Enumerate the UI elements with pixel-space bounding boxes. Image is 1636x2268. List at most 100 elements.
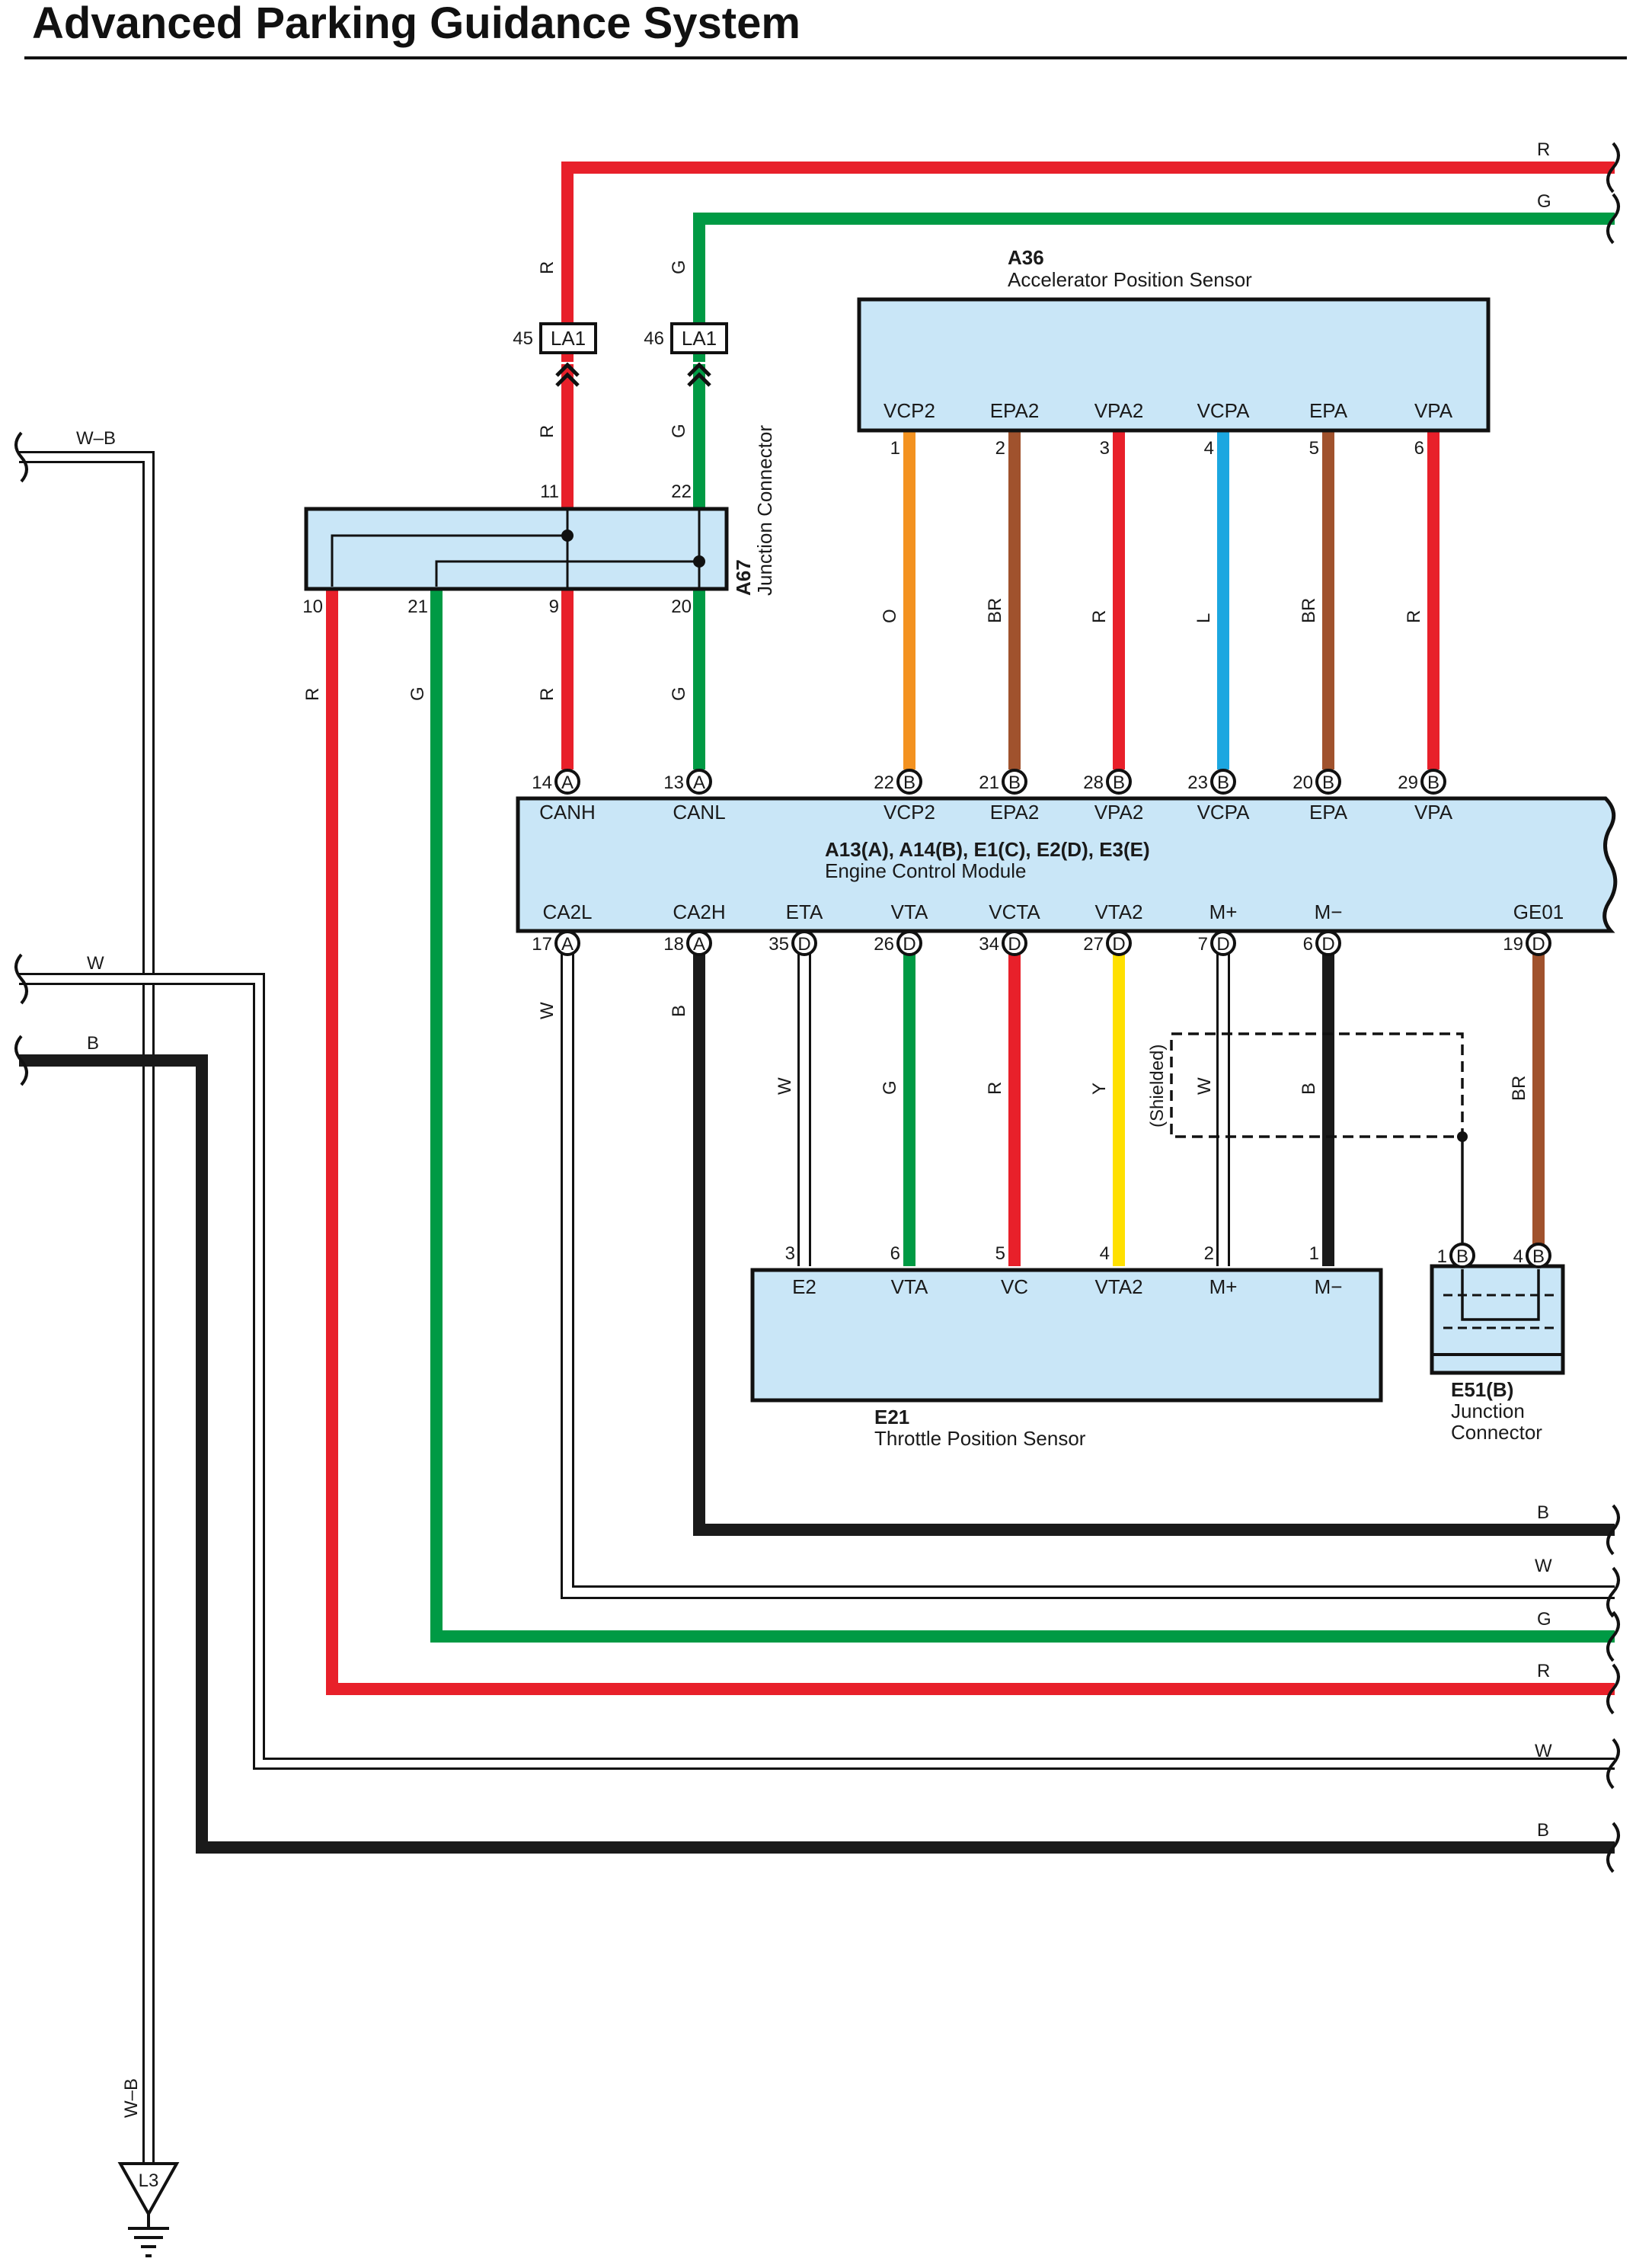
a36-terminal-pin: 1 (890, 438, 900, 459)
ecm-bottom-terminal-label: M+ (1209, 900, 1238, 923)
ecm-top-pin-number: 22 (874, 773, 894, 793)
a36-accelerator-position-sensor: A36 Accelerator Position Sensor VCP21OEP… (857, 246, 1491, 623)
ecm-bottom-conn-letter: D (1112, 934, 1125, 955)
ground-name: L3 (139, 2170, 159, 2191)
a36-code: A36 (1008, 246, 1044, 269)
ecm-bottom-pin-circle (686, 930, 712, 956)
wire-label-br-0: B (1537, 1502, 1549, 1523)
ecm-bottom-pin-circle (896, 930, 922, 956)
page-title: Advanced Parking Guidance System (32, 0, 800, 48)
wire-ca2l-w (563, 952, 1615, 1597)
ecm-bottom-pin-number: 34 (979, 934, 999, 955)
la1-left-label: LA1 (551, 327, 586, 350)
wire-label-a67-10: R (302, 688, 323, 701)
a36-terminal-pin: 5 (1309, 438, 1319, 459)
a36-terminal-pin: 3 (1100, 438, 1110, 459)
a36-terminal-pin: 6 (1414, 438, 1424, 459)
wire-label-br-2: G (1537, 1609, 1551, 1630)
a67-internal-link-1 (331, 534, 567, 587)
e51-name-line1: Junction (1451, 1400, 1525, 1422)
ground-triangle-icon (117, 2162, 180, 2218)
e21-terminal-pin: 1 (1309, 1243, 1319, 1264)
ecm-bottom-terminal-label: VCTA (989, 900, 1040, 923)
wire-label-left-w: W (87, 953, 104, 974)
e21-terminal-pin: 6 (890, 1243, 900, 1264)
a67-name: Junction Connector (753, 425, 776, 596)
e51-conn-letter: B (1456, 1246, 1468, 1267)
wire-label-mid-r: R (537, 425, 558, 438)
wire-label-top-r: R (537, 261, 558, 274)
wire-top-g (693, 213, 1615, 362)
engine-control-module: A13(A), A14(B), E1(C), E2(D), E3(E) Engi… (516, 769, 1618, 956)
ecm-box (516, 796, 1618, 933)
e21-throttle-position-sensor: E21 Throttle Position Sensor 3E26VTA5VC4… (750, 1243, 1383, 1450)
ecm-bottom-conn-letter: A (561, 934, 574, 955)
ecm-top-pin-number: 20 (1293, 773, 1313, 793)
ecm-top-pin-circle (686, 769, 712, 795)
e21-code: E21 (874, 1406, 909, 1428)
a36-wire-color-label: O (880, 609, 900, 623)
la1-right-pin: 46 (644, 328, 664, 349)
break-br-2-icon (1606, 1611, 1620, 1662)
ecm-bottom-conn-letter: D (1321, 934, 1334, 955)
wire-label-right-g: G (1537, 191, 1551, 212)
ecm-bottom-pin-circle (1210, 930, 1236, 956)
ecm-top-pin-circle (554, 769, 580, 795)
ecm-bottom-pin-circle (554, 930, 580, 956)
ecm-top-conn-letter: B (1113, 773, 1125, 793)
wire-label-mminus: B (1299, 1083, 1319, 1095)
e51-pin-circle (1449, 1243, 1475, 1268)
a36-terminal-label: VPA2 (1094, 399, 1144, 422)
wire-label-top-g: G (669, 260, 689, 274)
break-br-4-icon (1606, 1738, 1620, 1790)
a67-pin-10: 10 (302, 597, 323, 617)
ecm-top-pin-circle (1002, 769, 1027, 795)
wire-break-symbols (14, 142, 1620, 1873)
ecm-top-conn-letter: A (693, 773, 705, 793)
wire-wb-outline (19, 451, 155, 2164)
wire-label-a67-20: G (669, 686, 689, 701)
e21-terminal-label: M+ (1209, 1275, 1238, 1298)
a36-terminal-label: EPA2 (990, 399, 1040, 422)
ecm-bottom-conn-letter: D (1532, 934, 1545, 955)
a36-box (857, 297, 1491, 433)
e51-pin-number: 4 (1513, 1246, 1523, 1267)
ecm-bottom-conn-letter: D (1216, 934, 1229, 955)
a67-dot-1 (561, 529, 574, 542)
wire-left-b (19, 1054, 1615, 1854)
wire-label-vta2: Y (1089, 1083, 1110, 1095)
ecm-bottom-terminal-label: VTA2 (1094, 900, 1142, 923)
e51-name-line2: Connector (1451, 1421, 1542, 1444)
ecm-bottom-pin-number: 27 (1083, 934, 1104, 955)
ecm-bottom-pin-number: 18 (663, 934, 684, 955)
shielded-label: (Shielded) (1147, 1044, 1168, 1128)
e21-terminal-pin: 3 (785, 1243, 795, 1264)
a67-pin-9: 9 (549, 597, 559, 617)
ecm-bottom-pin-circle (1002, 930, 1027, 956)
a36-wire-color-label: L (1193, 613, 1214, 623)
break-br-1-icon (1606, 1566, 1620, 1618)
ecm-top-conn-letter: B (1427, 773, 1439, 793)
ecm-bottom-pin-circle (1106, 930, 1132, 956)
ecm-codes: A13(A), A14(B), E1(C), E2(D), E3(E) (825, 838, 1150, 861)
break-left-b-icon (14, 1035, 28, 1086)
ecm-top-pin-number: 14 (532, 773, 552, 793)
e21-terminal-label: VC (1001, 1275, 1028, 1298)
wires (19, 162, 1615, 2164)
ecm-top-pin-circle (1106, 769, 1132, 795)
ecm-top-terminal-label: VCPA (1197, 801, 1251, 824)
ecm-top-terminal-label: VPA (1414, 801, 1453, 824)
break-br-0-icon (1606, 1504, 1620, 1556)
ecm-top-pin-number: 29 (1398, 773, 1418, 793)
ecm-top-pin-circle (1420, 769, 1446, 795)
a67-pin-20: 20 (671, 597, 692, 617)
ecm-top-terminal-label: CANH (539, 801, 596, 824)
ecm-bottom-conn-letter: D (903, 934, 915, 955)
ecm-bottom-conn-letter: A (693, 934, 705, 955)
ecm-bottom-pin-number: 35 (768, 934, 789, 955)
